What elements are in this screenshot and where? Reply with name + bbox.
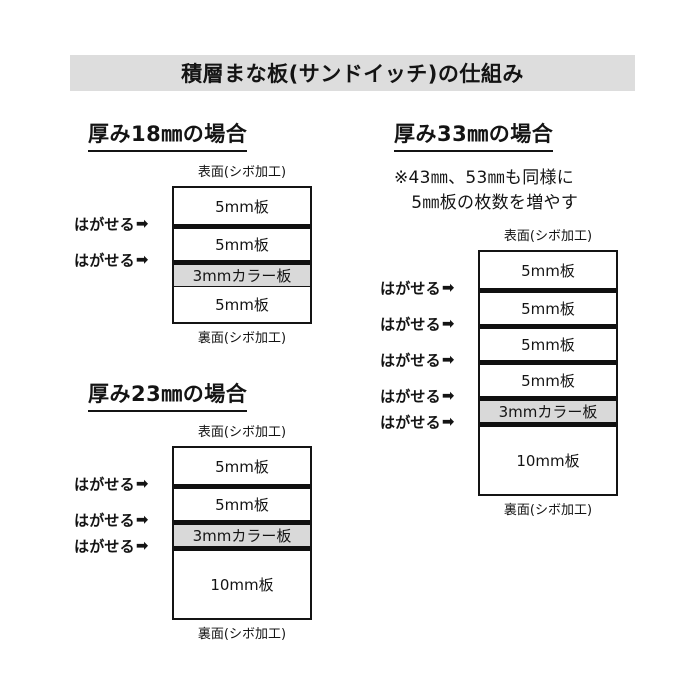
peel-arrow-icon: ➡ <box>135 474 149 493</box>
section-heading-thickness-23: 厚み23㎜の場合 <box>88 378 248 412</box>
section-heading-thickness-18: 厚み18㎜の場合 <box>88 118 248 152</box>
peel-text: はがせる <box>380 351 441 370</box>
peel-label-thickness-33-5: はがせる➡ <box>380 412 455 433</box>
back-face-label-thickness-18: 裏面(シボ加工) <box>197 331 287 346</box>
layer-label: 5mm板 <box>521 300 575 318</box>
layer-thickness-23-1: 5mm板 <box>174 484 310 520</box>
peel-arrow-icon: ➡ <box>135 214 149 233</box>
peel-arrow-icon: ➡ <box>135 250 149 269</box>
peel-label-thickness-23-1: はがせる➡ <box>74 474 149 495</box>
layer-label: 3mmカラー板 <box>498 403 598 421</box>
section-heading-thickness-33: 厚み33㎜の場合 <box>394 118 554 152</box>
layer-thickness-33-3: 5mm板 <box>480 360 616 396</box>
peel-label-thickness-33-4: はがせる➡ <box>380 386 455 407</box>
back-face-label-thickness-33: 裏面(シボ加工) <box>503 503 593 518</box>
back-face-label-thickness-23: 裏面(シボ加工) <box>197 627 287 642</box>
layer-label: 5mm板 <box>215 457 269 476</box>
peel-arrow-icon: ➡ <box>441 386 455 405</box>
layer-thickness-33-1: 5mm板 <box>480 288 616 324</box>
peel-text: はがせる <box>380 387 441 406</box>
peel-text: はがせる <box>74 537 135 556</box>
layer-stack-thickness-33: 5mm板 5mm板 5mm板 5mm板 3mmカラー板 10mm板 <box>478 250 618 496</box>
peel-label-thickness-33-3: はがせる➡ <box>380 350 455 371</box>
layer-label: 5mm板 <box>521 336 575 354</box>
front-face-label-thickness-23: 表面(シボ加工) <box>197 425 287 440</box>
peel-text: はがせる <box>380 315 441 334</box>
front-face-label-thickness-18: 表面(シボ加工) <box>197 165 287 180</box>
peel-label-thickness-33-1: はがせる➡ <box>380 278 455 299</box>
layer-thickness-18-3: 5mm板 <box>174 286 310 322</box>
layer-thickness-33-5: 10mm板 <box>480 422 616 494</box>
layer-thickness-33-2: 5mm板 <box>480 324 616 360</box>
peel-text: はがせる <box>74 215 135 234</box>
layer-thickness-18-0: 5mm板 <box>174 188 310 224</box>
peel-label-thickness-23-2: はがせる➡ <box>74 510 149 531</box>
front-face-label-thickness-33: 表面(シボ加工) <box>503 229 593 244</box>
peel-label-thickness-18-1: はがせる➡ <box>74 214 149 235</box>
layer-stack-thickness-23: 5mm板 5mm板 3mmカラー板 10mm板 <box>172 446 312 620</box>
peel-arrow-icon: ➡ <box>441 278 455 297</box>
layer-label: 5mm板 <box>215 296 269 314</box>
layer-thickness-33-4: 3mmカラー板 <box>480 396 616 422</box>
layer-label: 10mm板 <box>516 452 580 470</box>
layer-thickness-23-2: 3mmカラー板 <box>174 520 310 546</box>
layer-label: 3mmカラー板 <box>192 267 292 285</box>
peel-text: はがせる <box>74 475 135 494</box>
peel-label-thickness-33-2: はがせる➡ <box>380 314 455 335</box>
peel-arrow-icon: ➡ <box>441 412 455 431</box>
peel-label-thickness-18-2: はがせる➡ <box>74 250 149 271</box>
peel-arrow-icon: ➡ <box>441 314 455 333</box>
layer-label: 5mm板 <box>215 236 269 254</box>
peel-arrow-icon: ➡ <box>135 536 149 555</box>
peel-arrow-icon: ➡ <box>135 510 149 529</box>
layer-thickness-18-1: 5mm板 <box>174 224 310 260</box>
layer-stack-thickness-18: 5mm板 5mm板 3mmカラー板 5mm板 <box>172 186 312 324</box>
peel-arrow-icon: ➡ <box>441 350 455 369</box>
page-title-banner: 積層まな板(サンドイッチ)の仕組み <box>70 55 635 91</box>
peel-label-thickness-23-3: はがせる➡ <box>74 536 149 557</box>
layer-thickness-23-0: 5mm板 <box>174 448 310 484</box>
layer-label: 5mm板 <box>215 197 269 216</box>
section-note-thickness-33: ※43㎜、53㎜も同様に 5㎜板の枚数を増やす <box>394 168 579 213</box>
layer-label: 5mm板 <box>215 496 269 514</box>
peel-text: はがせる <box>74 511 135 530</box>
peel-text: はがせる <box>380 279 441 298</box>
page-title: 積層まな板(サンドイッチ)の仕組み <box>181 62 524 86</box>
layer-thickness-33-0: 5mm板 <box>480 252 616 288</box>
layer-label: 5mm板 <box>521 372 575 390</box>
layer-label: 10mm板 <box>210 576 274 594</box>
layer-label: 5mm板 <box>521 261 575 280</box>
layer-label: 3mmカラー板 <box>192 527 292 545</box>
layer-thickness-18-2: 3mmカラー板 <box>174 260 310 286</box>
peel-text: はがせる <box>74 251 135 270</box>
peel-text: はがせる <box>380 413 441 432</box>
layer-thickness-23-3: 10mm板 <box>174 546 310 618</box>
